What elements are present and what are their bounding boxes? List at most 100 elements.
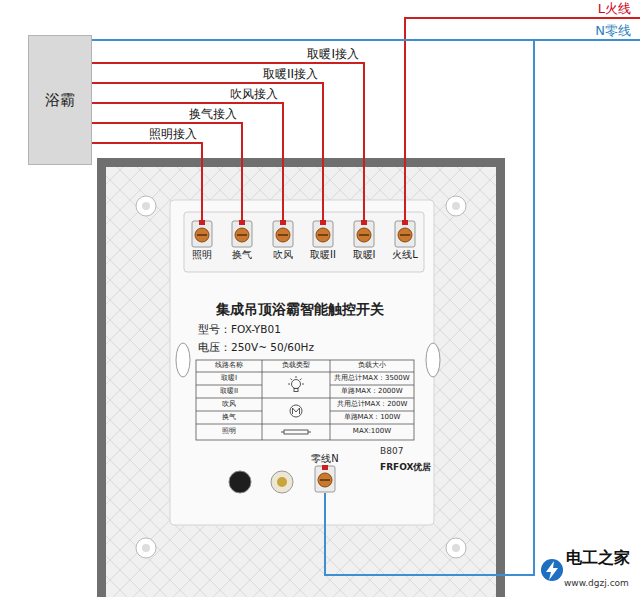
terminal-screw — [231, 220, 253, 248]
screw-slot — [237, 234, 247, 236]
switch-panel: 集成吊顶浴霸智能触控开关型号：FOX-YB01电压：250V~ 50/60Hz照… — [108, 170, 493, 597]
bulb-ray — [296, 376, 297, 378]
screw-slot — [359, 234, 369, 236]
mounting-slot — [426, 343, 440, 377]
table-cell: 单路MAX：100W — [344, 414, 401, 422]
table-rule — [196, 411, 262, 412]
screw-slot — [400, 234, 410, 236]
table-cell: MAX:100W — [353, 428, 391, 436]
model-code: B807 — [380, 447, 403, 457]
wire — [92, 123, 242, 220]
panel-lattice — [106, 167, 496, 597]
wire — [92, 83, 323, 220]
load-table — [196, 360, 414, 440]
wire — [92, 103, 283, 220]
bulb-ray — [291, 379, 293, 381]
socket-contact — [277, 477, 287, 487]
heater-box: 浴霸 — [28, 35, 92, 165]
terminal-housing — [232, 221, 252, 247]
wire — [92, 39, 592, 41]
panel-frame — [97, 158, 505, 597]
wire-tip — [322, 465, 328, 470]
screw-head — [398, 228, 412, 242]
table-rule — [196, 372, 414, 373]
mounting-slot — [176, 343, 190, 377]
table-cell: 取暖I — [221, 375, 237, 383]
table-rule — [196, 398, 414, 399]
bulb-ray — [302, 384, 304, 385]
wire-tip — [320, 220, 326, 225]
bulb-ray — [300, 379, 302, 381]
screw-slot — [197, 234, 207, 236]
terminal-label: 取暖II — [310, 248, 336, 261]
wire-tip — [199, 220, 205, 225]
panel-plate — [106, 167, 496, 597]
terminal-screw — [191, 220, 213, 248]
bulb-ray — [288, 384, 290, 385]
table-cell: 照明 — [222, 428, 236, 436]
mounting-hole — [446, 538, 466, 558]
screw-head — [316, 228, 330, 242]
supply-line-tag: L火线 — [595, 2, 634, 18]
screw-head — [195, 228, 209, 242]
neutral-terminal: 零线N — [308, 452, 341, 493]
terminal-screw — [353, 220, 375, 248]
tube-pin — [308, 432, 311, 433]
wire-label: 换气接入 — [188, 107, 238, 121]
wire-tip — [361, 220, 367, 225]
wire-label: 取暖I接入 — [306, 47, 360, 61]
screw-terminal: 换气 — [229, 220, 255, 261]
tube-symbol — [284, 430, 308, 434]
bulb-base — [294, 389, 298, 392]
watermark: www.dgzj.com — [564, 579, 629, 589]
wire-label: 照明接入 — [148, 127, 198, 141]
terminal-screw — [394, 220, 416, 248]
screw-terminal: 吹风 — [270, 220, 296, 261]
screw-terminal: 取暖I — [350, 220, 379, 261]
panel-text: 型号：FOX-YB01 — [198, 323, 281, 337]
hole-center — [142, 544, 150, 552]
brand-name: FRFOX优居 — [380, 463, 432, 473]
terminal-label: 吹风 — [273, 248, 293, 261]
mounting-hole — [136, 196, 156, 216]
table-cell: 吹风 — [222, 401, 236, 409]
terminal-screw — [272, 220, 294, 248]
wire-label: 吹风接入 — [229, 87, 279, 101]
table-cell: 取暖II — [220, 388, 238, 396]
terminal-strip — [184, 212, 424, 272]
wire-tip — [239, 220, 245, 225]
mounting-hole — [446, 196, 466, 216]
mounting-hole — [136, 538, 156, 558]
table-cell: 换气 — [222, 414, 236, 422]
terminal-screw — [314, 465, 336, 493]
table-cell: 单路MAX：2000W — [341, 388, 402, 396]
watermark: 电工之家 — [566, 549, 630, 567]
wire-tip — [280, 220, 286, 225]
motor-mark — [293, 408, 300, 414]
terminal-label: 火线L — [392, 248, 418, 261]
wire — [92, 63, 364, 220]
table-rule — [196, 385, 262, 386]
table-cell: 负载类型 — [282, 362, 310, 370]
table-rule — [330, 411, 414, 412]
panel-text: 电压：250V~ 50/60Hz — [198, 341, 314, 355]
screw-head — [318, 473, 332, 487]
table-cell: 共用总计MAX：3500W — [334, 375, 409, 383]
panel-center — [170, 200, 434, 525]
screw-terminal: 取暖II — [307, 220, 339, 261]
terminal-label: 照明 — [192, 248, 212, 261]
screw-head — [357, 228, 371, 242]
mounting-holes — [136, 196, 466, 558]
terminal-housing — [315, 466, 335, 492]
supply-line-tag: N零线 — [592, 24, 634, 40]
bulb-symbol — [292, 380, 301, 389]
terminal-housing — [313, 221, 333, 247]
screw-head — [276, 228, 290, 242]
terminal-label: 换气 — [232, 248, 252, 261]
terminal-housing — [192, 221, 212, 247]
screw-slot — [320, 479, 330, 481]
terminal-housing — [273, 221, 293, 247]
